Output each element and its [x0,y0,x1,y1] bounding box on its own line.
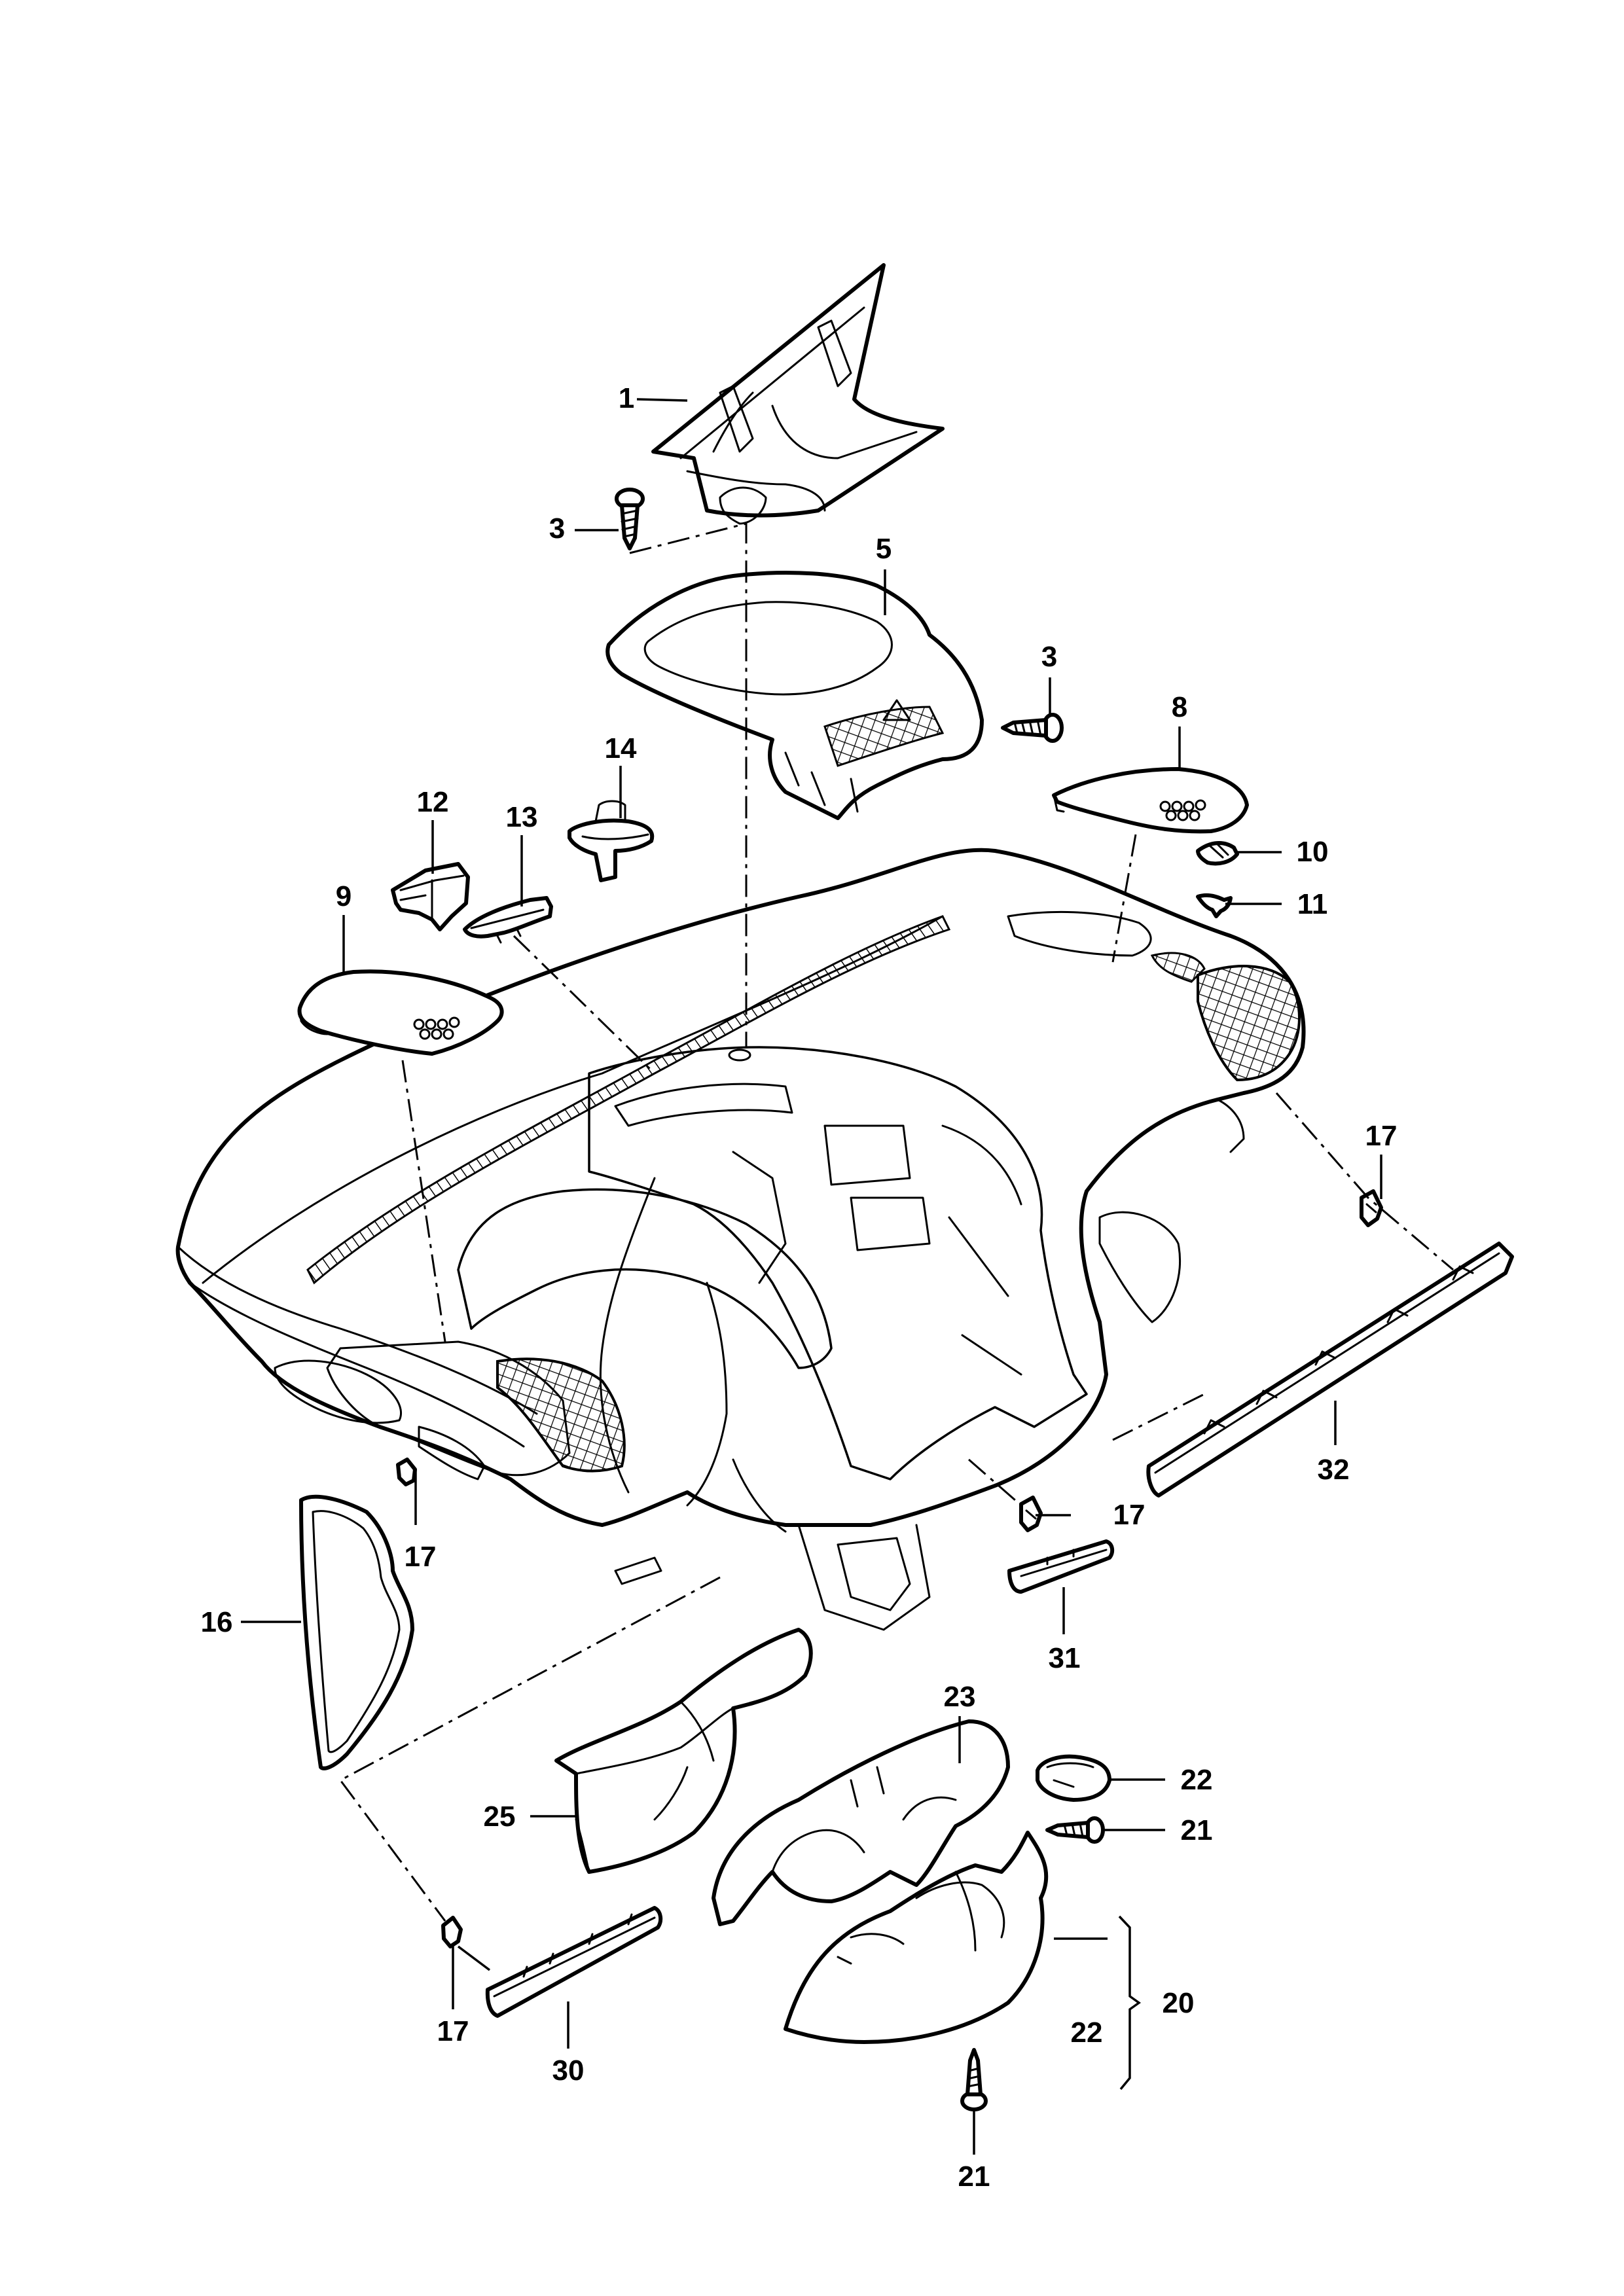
callout-labels: 1 3 5 3 8 14 12 13 10 11 9 17 17 17 16 3… [201,382,1398,2193]
callout-16: 16 [201,1606,233,1638]
part-17-clip-center [1019,1496,1043,1532]
callout-32: 32 [1318,1454,1350,1486]
alignment-lines [338,522,1454,1922]
part-3-screw-vertical [615,488,645,550]
callout-14: 14 [605,732,637,764]
callout-17-right-top: 17 [1365,1120,1398,1152]
callout-21-right: 21 [1181,1814,1213,1846]
part-21-screw-horizontal [1045,1816,1105,1844]
callout-17-left: 17 [405,1541,437,1573]
part-12-bracket [391,862,470,931]
callout-22-bracket: 22 [1071,2017,1103,2049]
part-8-cover-right [1052,767,1249,834]
callout-20: 20 [1163,1987,1195,2019]
callout-23: 23 [944,1681,976,1713]
callout-25: 25 [484,1801,516,1833]
part-5-center-bezel [605,571,984,820]
part-17-clip-left [396,1458,417,1486]
part-23-column-shroud-mid [712,1719,1010,1926]
part-21-screw-vertical [960,2048,988,2111]
part-20-column-shroud-lower [784,1831,1049,2044]
part-30-lower-trim-left [485,1906,663,2018]
callout-17-bottom: 17 [437,2015,469,2047]
part-16-side-trim [299,1494,414,1770]
part-25-column-shroud-upper [554,1628,813,1874]
callout-31: 31 [1049,1642,1081,1674]
part-17-clip-bottom [441,1916,463,1948]
callout-22-cap: 22 [1181,1764,1213,1796]
callout-10: 10 [1297,836,1329,868]
part-11-clip [1196,893,1233,918]
callout-12: 12 [417,786,449,818]
part-13-bracket [463,896,553,944]
part-10-clip [1196,841,1239,866]
callout-17-center: 17 [1113,1499,1146,1531]
part-31-trim-strip [1007,1539,1115,1594]
callout-8: 8 [1172,691,1187,723]
part-14-sensor [568,800,655,882]
callout-30: 30 [552,2054,585,2087]
part-32-lower-trim-right [1146,1242,1514,1498]
callout-3-right: 3 [1041,641,1057,673]
callout-13: 13 [506,801,538,833]
part-9-cover-left [297,969,504,1056]
callout-3-upper: 3 [549,512,565,545]
leader-lines [241,398,1382,2155]
callout-21-bottom: 21 [958,2161,990,2193]
callout-11: 11 [1297,888,1328,920]
part-1-cover [651,263,945,525]
part-3-screw-horizontal [1001,713,1064,743]
part-17-clip-right-top [1360,1189,1383,1227]
part-22-cap [1036,1754,1111,1802]
callout-9: 9 [336,880,352,912]
callout-1: 1 [619,382,634,414]
callout-5: 5 [876,533,892,565]
